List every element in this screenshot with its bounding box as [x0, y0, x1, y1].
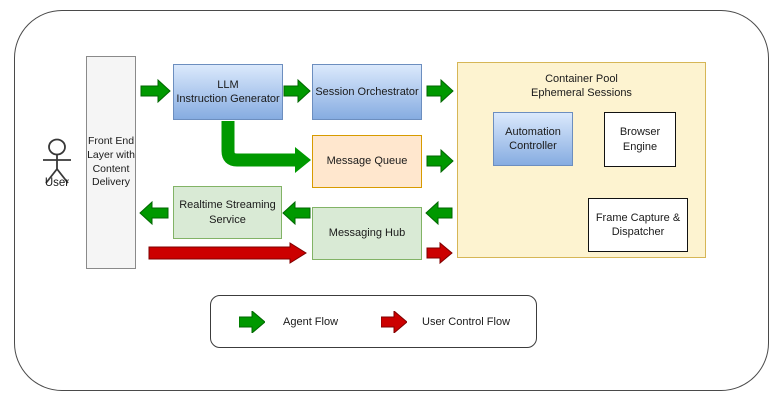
user-actor-label: User: [44, 177, 70, 189]
node-llm-instruction-generator: LLM Instruction Generator: [173, 64, 283, 120]
legend-user-control-flow-arrow-icon: [381, 310, 407, 333]
node-browser-engine-label: Browser Engine: [619, 126, 661, 153]
node-automation-controller: Automation Controller: [493, 112, 573, 166]
node-browser-engine: Browser Engine: [604, 112, 676, 167]
node-session-orchestrator: Session Orchestrator: [312, 64, 422, 120]
node-front-end-layer: Front End Layer with Content Delivery: [86, 56, 136, 269]
user-actor-icon: [43, 138, 71, 184]
legend-user-control-flow-label: User Control Flow: [422, 315, 511, 328]
node-frame-capture-dispatcher-label: Frame Capture & Dispatcher: [595, 211, 681, 238]
node-realtime-streaming-service: Realtime Streaming Service: [173, 186, 282, 239]
legend-agent-flow-label: Agent Flow: [283, 315, 339, 328]
node-messaging-hub: Messaging Hub: [312, 207, 422, 260]
legend-agent-flow-arrow-icon: [239, 310, 265, 333]
node-messaging-hub-label: Messaging Hub: [328, 227, 406, 240]
node-front-end-layer-label: Front End Layer with Content Delivery: [87, 135, 135, 189]
legend: Agent Flow User Control Flow: [210, 295, 537, 348]
node-automation-controller-label: Automation Controller: [505, 125, 561, 152]
node-llm-instruction-generator-label: LLM Instruction Generator: [176, 78, 280, 105]
node-message-queue-label: Message Queue: [326, 155, 408, 168]
node-message-queue: Message Queue: [312, 135, 422, 188]
node-realtime-streaming-service-label: Realtime Streaming Service: [179, 199, 276, 226]
node-session-orchestrator-label: Session Orchestrator: [315, 85, 419, 98]
node-container-pool-title: Container Pool Ephemeral Sessions: [531, 73, 632, 100]
node-frame-capture-dispatcher: Frame Capture & Dispatcher: [588, 198, 688, 252]
